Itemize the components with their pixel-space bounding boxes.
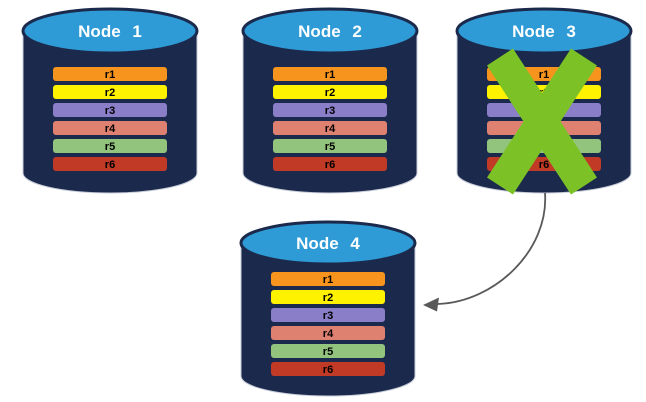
arrow-node3-to-node4 — [423, 192, 546, 312]
node-2-row-r6 — [273, 157, 387, 171]
node-2-row-r1 — [273, 67, 387, 81]
node-2-row-r1-label: r1 — [325, 69, 335, 81]
node-1-row-r1 — [53, 67, 167, 81]
node-1-row-r3 — [53, 103, 167, 117]
node-1-row-r4-label: r4 — [105, 123, 116, 135]
node-3-cylinder-top — [455, 7, 633, 55]
node-1-row-r6 — [53, 157, 167, 171]
node-1-row-r2 — [53, 85, 167, 99]
node-4-row-r2-label: r2 — [323, 292, 333, 304]
node-2-row-r5 — [273, 139, 387, 153]
node-2-row-r4 — [273, 121, 387, 135]
node-4-title: Node 4 — [296, 234, 360, 253]
node-4-row-r5-label: r5 — [323, 346, 333, 358]
node-2-row-r4-label: r4 — [325, 123, 336, 135]
node-4-row-r1-label: r1 — [323, 274, 333, 286]
node-1-row-r2-label: r2 — [105, 87, 115, 99]
node-3-row-r6-label: r6 — [539, 159, 549, 171]
node-4-row-r2 — [271, 290, 385, 304]
node-1-row-r5 — [53, 139, 167, 153]
node-2-title: Node 2 — [298, 22, 362, 41]
node-4-row-r6 — [271, 362, 385, 376]
x-mark-bar-right — [487, 48, 597, 195]
node-2-row-r2 — [273, 85, 387, 99]
node-4-row-r5 — [271, 344, 385, 358]
node-2: Node 2 r1 r2 r3 r4 r5 r6 — [241, 7, 419, 194]
node-1: Node 1 r1 r2 r3 r4 r5 r6 — [21, 7, 199, 194]
node-4-row-r1 — [271, 272, 385, 286]
node-1-row-r1-label: r1 — [105, 69, 115, 81]
node-4-row-r6-label: r6 — [323, 364, 333, 376]
node-2-cylinder-top — [241, 7, 419, 55]
node-3-title: Node 3 — [512, 22, 576, 41]
node-2-row-r3-label: r3 — [325, 105, 335, 117]
node-4-row-r3 — [271, 308, 385, 322]
x-mark-icon — [487, 48, 597, 195]
node-3-row-r1-label: r1 — [539, 69, 549, 81]
node-4-row-r4-label: r4 — [323, 328, 334, 340]
node-4-row-r3-label: r3 — [323, 310, 333, 322]
arrow-head-icon — [423, 297, 439, 312]
node-1-row-r5-label: r5 — [105, 141, 115, 153]
node-2-row-r2-label: r2 — [325, 87, 335, 99]
arrow-curve — [437, 192, 546, 305]
node-1-title: Node 1 — [78, 22, 142, 41]
node-4-row-r4 — [271, 326, 385, 340]
node-1-cylinder-top — [21, 7, 199, 55]
node-2-row-r3 — [273, 103, 387, 117]
node-1-row-r6-label: r6 — [105, 159, 115, 171]
node-4: Node 4 r1 r2 r3 r4 r5 r6 — [239, 220, 417, 397]
node-2-row-r6-label: r6 — [325, 159, 335, 171]
node-1-row-r4 — [53, 121, 167, 135]
node-3: Node 3 r1 r2 r3 r4 r5 r6 — [455, 7, 633, 195]
node-4-cylinder-top — [239, 220, 417, 266]
node-2-row-r5-label: r5 — [325, 141, 335, 153]
node-1-row-r3-label: r3 — [105, 105, 115, 117]
